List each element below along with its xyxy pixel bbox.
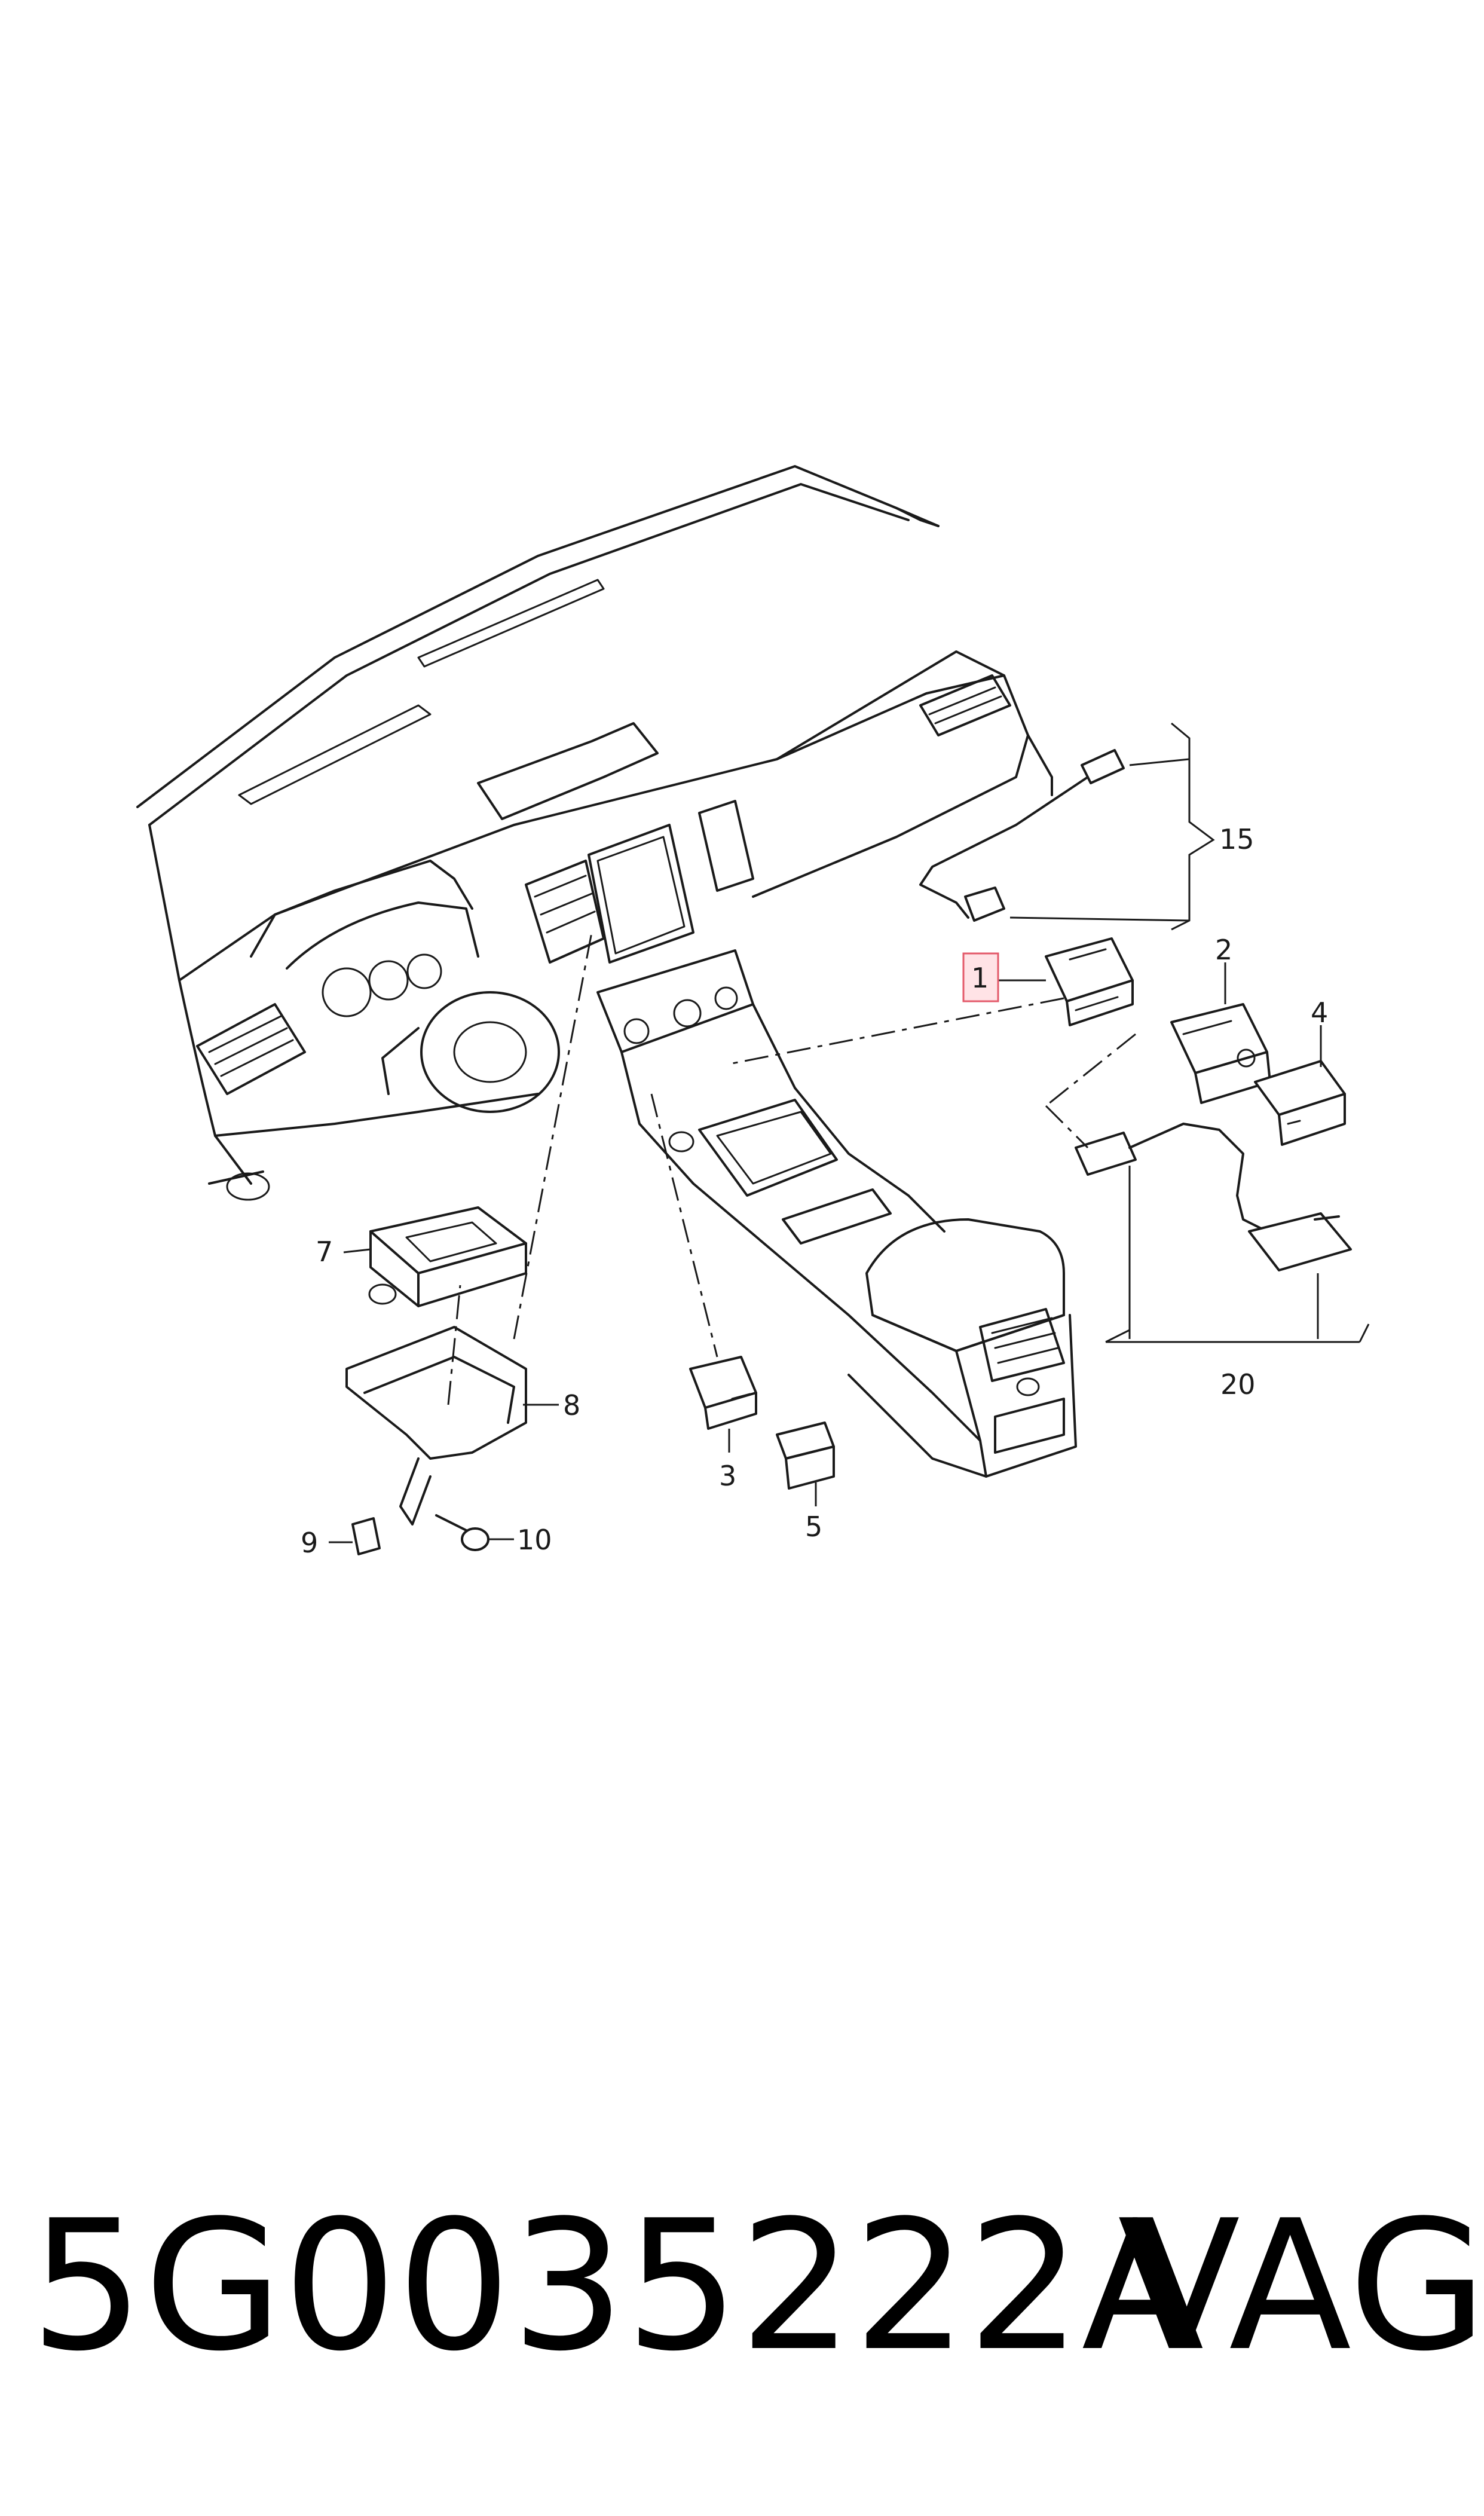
callout-2: 2 — [1215, 934, 1232, 966]
part-10-screw — [435, 1514, 489, 1551]
part-1-usb-hub — [1045, 937, 1134, 1026]
footer: 5G0035222A VAG — [30, 2182, 1484, 2390]
part-3-usb-socket — [689, 1356, 757, 1430]
part-9-clip — [351, 1517, 381, 1555]
part-4-blank-cover — [1254, 1060, 1346, 1146]
part-15-cable — [919, 749, 1125, 922]
part-8-bracket — [345, 1326, 527, 1526]
brand-name: VAG — [1118, 2182, 1484, 2390]
callout-1-highlight — [962, 952, 999, 1002]
dashboard-illustration — [136, 465, 1077, 1478]
callout-8: 8 — [563, 1389, 580, 1421]
part-20-cable-assembly — [1075, 1123, 1352, 1271]
reference-lines — [447, 932, 1136, 1405]
callout-5: 5 — [805, 1511, 822, 1543]
part-number: 5G0035222A — [30, 2182, 1204, 2390]
callout-7: 7 — [316, 1236, 333, 1268]
part-5-blank-cover — [776, 1421, 835, 1490]
callout-15: 15 — [1219, 823, 1254, 855]
part-7-control-module — [368, 1206, 527, 1307]
callout-3: 3 — [719, 1460, 736, 1492]
callout-20: 20 — [1220, 1368, 1256, 1401]
part-2-usb-socket — [1170, 1003, 1271, 1104]
callout-10: 10 — [517, 1524, 552, 1556]
callout-4: 4 — [1311, 996, 1328, 1029]
callout-9: 9 — [301, 1527, 318, 1559]
leader-lines — [329, 722, 1370, 1543]
callout-1: 1 — [971, 962, 989, 994]
